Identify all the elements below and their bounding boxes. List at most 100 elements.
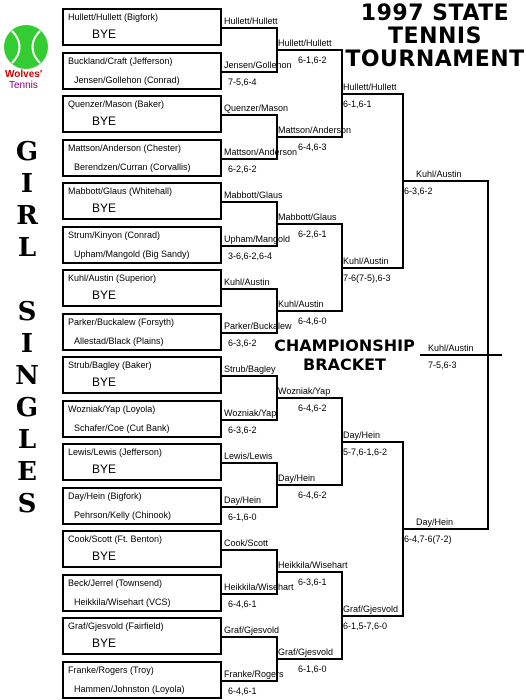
player-a: Franke/Rogers (Troy) — [68, 665, 154, 675]
player-b: Pehrson/Kelly (Chinook) — [74, 510, 172, 520]
match-box — [62, 226, 222, 264]
round1-winner: Hullett/Hullett — [224, 16, 278, 26]
title-line-2: TENNIS — [388, 24, 482, 49]
bracket-line — [222, 419, 278, 421]
round2-winner: Mabbott/Glaus — [278, 212, 337, 222]
player-b: Schafer/Coe (Cut Bank) — [74, 423, 170, 433]
bracket-line — [402, 180, 489, 182]
bracket-line — [341, 267, 404, 269]
round2-score: 6-1,6-0 — [298, 664, 327, 674]
round3-winner: Hullett/Hullett — [343, 82, 397, 92]
player-b: Berendzen/Curran (Corvallis) — [74, 162, 191, 172]
round2-winner: Graf/Gjesvold — [278, 647, 334, 657]
side-label-letter: G — [15, 393, 39, 423]
player-a: Cook/Scott (Ft. Benton) — [68, 534, 163, 544]
side-label-letter: G — [15, 137, 39, 167]
side-label-letter — [12, 264, 42, 296]
round1-winner: Mattson/Anderson — [224, 147, 298, 157]
bracket-line — [276, 49, 343, 51]
player-b: BYE — [92, 114, 117, 128]
player-b: BYE — [92, 636, 117, 650]
bracket-line — [222, 288, 278, 290]
player-a: Strub/Bagley (Baker) — [68, 360, 152, 370]
round1-score: 7-5,6-4 — [228, 77, 257, 87]
player-b: Hammen/Johnston (Loyola) — [74, 684, 185, 694]
round4-score: 6-4,7-6(7-2) — [404, 534, 452, 544]
tennis-ball-icon — [4, 25, 48, 69]
player-b: BYE — [92, 201, 117, 215]
round1-score: 6-2,6-2 — [228, 164, 257, 174]
round2-score: 6-4,6-2 — [298, 490, 327, 500]
round1-winner: Kuhl/Austin — [224, 277, 270, 287]
round1-score: 6-4,6-1 — [228, 686, 257, 696]
round3-winner: Kuhl/Austin — [343, 256, 389, 266]
player-a: Hullett/Hullett (Bigfork) — [68, 12, 159, 22]
bracket-line — [222, 27, 278, 29]
round1-score: 3-6,6-2,6-4 — [228, 251, 273, 261]
round1-winner: Cook/Scott — [224, 538, 269, 548]
title-line-1: 1997 STATE — [360, 1, 510, 26]
bracket-line — [276, 484, 343, 486]
round4-winner: Day/Hein — [416, 517, 454, 527]
match-box — [62, 95, 222, 133]
bracket-line — [222, 593, 278, 595]
side-label-letter: S — [17, 297, 37, 327]
bracket-line — [420, 354, 502, 356]
round2-score: 6-1,6-2 — [298, 55, 327, 65]
player-a: Quenzer/Mason (Baker) — [68, 99, 165, 109]
bracket-line — [276, 397, 343, 399]
player-b: BYE — [92, 375, 117, 389]
side-label-letter: S — [17, 489, 37, 519]
round1-winner: Parker/Buckalew — [224, 321, 292, 331]
bracket-line — [222, 201, 278, 203]
round1-winner: Lewis/Lewis — [224, 451, 273, 461]
bracket-line — [276, 571, 343, 573]
round4-winner: Kuhl/Austin — [416, 169, 462, 179]
round3-score: 6-1,5-7,6-0 — [343, 621, 388, 631]
round1-winner: Strub/Bagley — [224, 364, 276, 374]
round3-score: 5-7,6-1,6-2 — [343, 447, 388, 457]
round2-score: 6-4,6-0 — [298, 316, 327, 326]
side-label-letter: E — [17, 457, 37, 487]
round3-score: 7-6(7-5),6-3 — [343, 273, 391, 283]
round1-winner: Jensen/Gollehon — [224, 60, 292, 70]
bracket-line — [276, 658, 343, 660]
bracket-line — [222, 462, 278, 464]
bracket-line — [276, 136, 343, 138]
round1-winner: Heikkila/Wisehart — [224, 582, 294, 592]
bracket-line — [276, 223, 343, 225]
match-box — [62, 661, 222, 699]
side-label-letter: I — [20, 329, 34, 359]
player-b: BYE — [92, 27, 117, 41]
match-box — [62, 8, 222, 46]
round3-winner: Day/Hein — [343, 430, 381, 440]
side-label-letter: L — [17, 425, 37, 455]
match-box — [62, 313, 222, 351]
round2-winner: Heikkila/Wisehart — [278, 560, 348, 570]
match-box — [62, 182, 222, 220]
round2-winner: Mattson/Anderson — [278, 125, 352, 135]
bracket-line — [222, 549, 278, 551]
match-box — [62, 400, 222, 438]
match-box — [62, 52, 222, 90]
player-b: Jensen/Gollehon (Conrad) — [74, 75, 180, 85]
player-b: BYE — [92, 549, 117, 563]
player-b: Allestad/Black (Plains) — [74, 336, 164, 346]
player-b: BYE — [92, 462, 117, 476]
title-line-3: TOURNAMENT — [345, 47, 525, 72]
player-b: Heikkila/Wisehart (VCS) — [74, 597, 171, 607]
player-a: Parker/Buckalew (Forsyth) — [68, 317, 175, 327]
round4-score: 6-3,6-2 — [404, 186, 433, 196]
tennis-ball-seam-icon — [11, 30, 41, 64]
bracket-label-line-2: BRACKET — [303, 355, 386, 374]
round2-winner: Hullett/Hullett — [278, 38, 332, 48]
round1-score: 6-4,6-1 — [228, 599, 257, 609]
round1-winner: Upham/Mangold — [224, 234, 291, 244]
champion: Kuhl/Austin — [428, 343, 474, 353]
round2-score: 6-3,6-1 — [298, 577, 327, 587]
match-box — [62, 487, 222, 525]
match-box — [62, 269, 222, 307]
logo-text-tennis: Tennis — [9, 80, 38, 91]
bracket-line — [402, 528, 489, 530]
match-box — [62, 574, 222, 612]
